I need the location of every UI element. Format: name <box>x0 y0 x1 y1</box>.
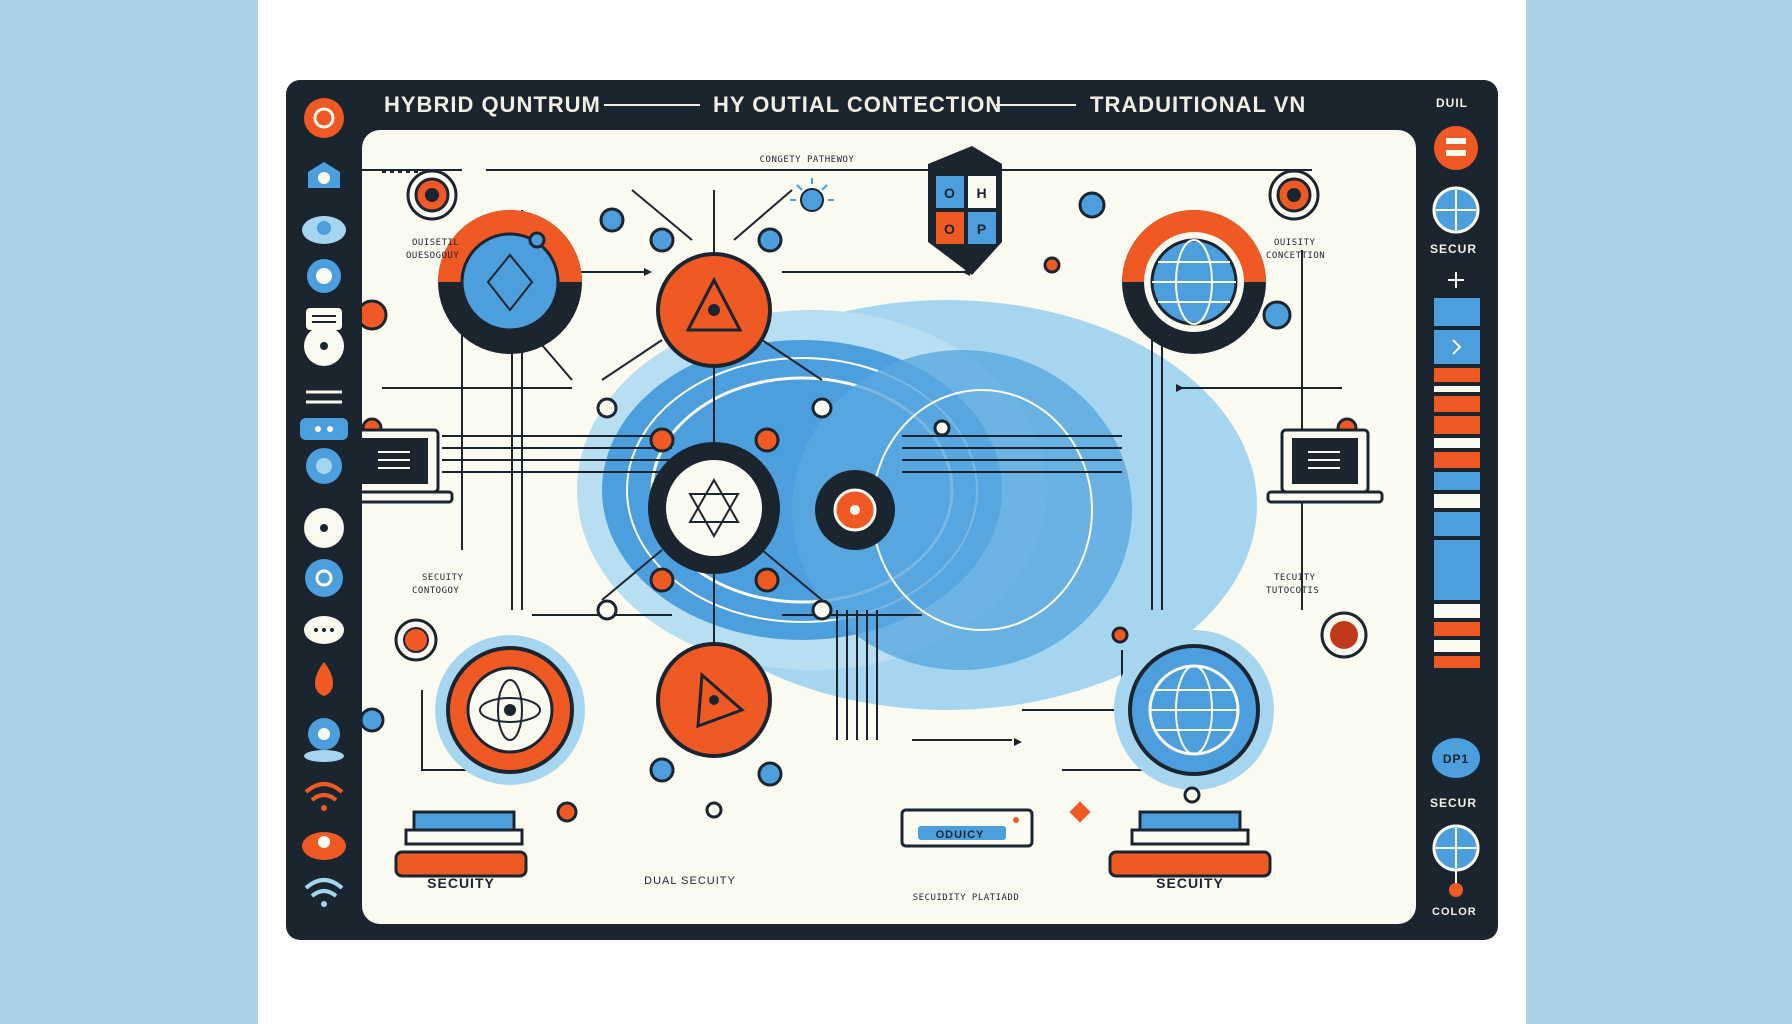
right-rail: VPA DP1 <box>1432 126 1480 897</box>
node-triangle-top[interactable] <box>656 252 772 368</box>
header-title-left: HYBRID QUNTRUM <box>384 92 601 117</box>
eye-icon[interactable] <box>394 618 438 662</box>
satellite-nodes <box>362 191 1358 823</box>
shield-letter-4: P <box>977 221 987 237</box>
node-atom-left[interactable] <box>435 635 585 785</box>
eye-icon[interactable] <box>306 448 342 484</box>
rail-label-secur-top: SECUR <box>1430 242 1478 256</box>
node-quantum-left[interactable] <box>438 210 582 354</box>
wifi-icon[interactable] <box>304 782 344 811</box>
label-top-right-line2: CONCETTION <box>1266 251 1325 261</box>
label-top-left-line2: OUESOGOUY <box>406 251 459 261</box>
network-diagram: O H O P SECUITY SECUITY ODUICY C <box>362 146 1384 903</box>
shield-icon[interactable] <box>928 146 1002 275</box>
rail-vpn-label: VPA <box>1446 608 1469 619</box>
eye-icon[interactable] <box>1320 611 1368 659</box>
stack-icon[interactable] <box>1434 126 1478 170</box>
diagram-canvas: O H O P SECUITY SECUITY ODUICY C <box>362 130 1416 924</box>
header-title-right: TRADUITIONAL VN <box>1090 92 1307 117</box>
cloud-icon[interactable] <box>302 216 346 244</box>
label-top-right-line1: OUISITY <box>1274 238 1316 248</box>
gear-cloud-icon[interactable] <box>304 718 344 762</box>
flame-icon[interactable] <box>315 662 333 696</box>
rail-tag-top: DUIL <box>1436 96 1468 110</box>
laptop-icon[interactable] <box>362 428 454 504</box>
badge-icon[interactable] <box>1432 738 1480 778</box>
eye-icon[interactable] <box>406 169 458 221</box>
crosshair-icon[interactable] <box>1432 824 1480 897</box>
disc-icon[interactable] <box>304 326 344 366</box>
header-divider <box>604 104 700 106</box>
label-mid-left-line2: CONTOGOY <box>412 586 459 596</box>
label-security-platform: SECUIDITY PLATIADD <box>913 893 1020 903</box>
security-badge-right-label: SECUITY <box>1156 875 1224 891</box>
left-icon-rail <box>300 98 348 907</box>
rail-badge-label: DP1 <box>1443 752 1469 766</box>
node-triangle-bottom[interactable] <box>656 642 772 758</box>
eye-icon[interactable] <box>1268 169 1320 221</box>
wifi-icon[interactable] <box>304 878 344 907</box>
header-title-center: HY OUTIAL CONTECTION <box>713 92 1003 117</box>
router-label: ODUICY <box>936 829 985 841</box>
header-divider <box>996 104 1076 106</box>
label-mid-left-line1: SECUITY <box>422 573 464 583</box>
label-dual-security: DUAL SECUITY <box>644 875 736 887</box>
label-top-left-line1: OUISETIL <box>412 238 459 248</box>
disc-icon[interactable] <box>304 508 344 548</box>
label-mid-right-line2: TUTOCOTIS <box>1266 586 1319 596</box>
gear-icon[interactable] <box>307 259 341 293</box>
toggle-icon[interactable] <box>300 418 348 440</box>
striped-status-bar <box>1434 298 1480 668</box>
crosshair-icon[interactable] <box>1432 186 1480 234</box>
label-top-center: CONGETY PATHEWOY <box>760 155 855 165</box>
list-icon[interactable] <box>306 308 342 330</box>
router-icon[interactable] <box>900 808 1034 848</box>
rail-label-color: COLOR <box>1432 906 1477 918</box>
chat-icon[interactable] <box>304 616 344 644</box>
rail-label-secur-bottom: SECUR <box>1430 796 1478 810</box>
node-core[interactable] <box>648 442 780 574</box>
node-globe-right[interactable] <box>1122 210 1266 354</box>
node-globe-right-bottom[interactable] <box>1114 630 1274 790</box>
plus-icon[interactable] <box>1448 272 1464 288</box>
shield-letter-3: O <box>944 221 956 237</box>
shield-letter-1: O <box>944 185 956 201</box>
camera-icon[interactable] <box>308 162 340 188</box>
sun-icon[interactable] <box>790 178 834 212</box>
node-secondary-core[interactable] <box>815 470 895 550</box>
security-badge-right[interactable] <box>1108 810 1272 878</box>
laptop-icon[interactable] <box>1266 428 1384 504</box>
menu-icon[interactable] <box>306 390 342 404</box>
shield-letter-2: H <box>976 185 987 201</box>
security-badge-left-label: SECUITY <box>427 875 495 891</box>
label-mid-right-line1: TECUITY <box>1274 573 1316 583</box>
target-icon[interactable] <box>304 98 344 138</box>
ring-icon[interactable] <box>305 559 343 597</box>
security-badge-left[interactable] <box>394 810 528 878</box>
diamond-icon[interactable] <box>1066 798 1094 826</box>
cloud-icon[interactable] <box>302 832 346 860</box>
